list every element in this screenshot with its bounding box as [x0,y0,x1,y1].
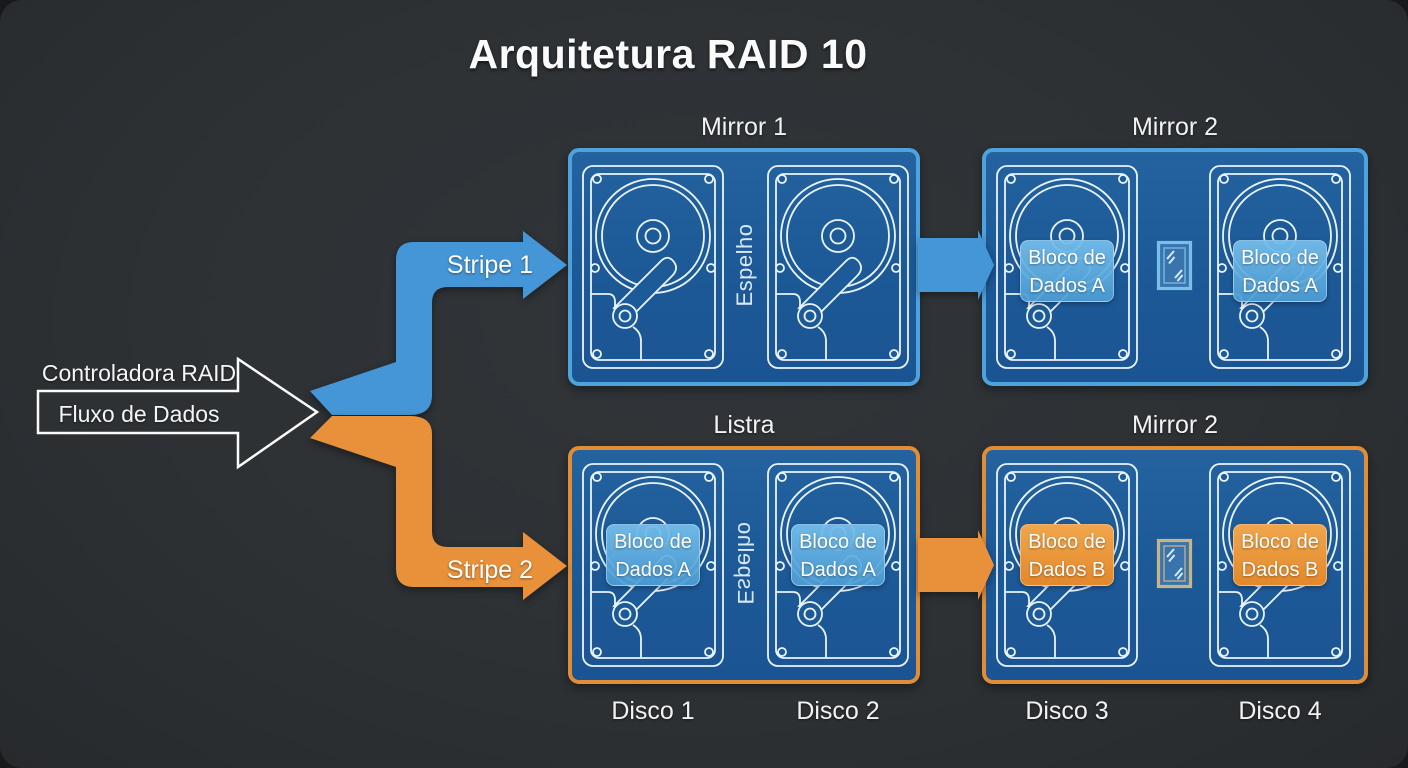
group-box-mirror2-bottom: Bloco de Dados B Bloco de Dados B [982,446,1368,684]
stripe2-label: Stripe 2 [446,556,534,584]
data-block-label: Bloco de Dados B [1233,524,1327,586]
data-block-label: Bloco de Dados A [606,524,700,586]
group-title-mirror2-bottom: Mirror 2 [1131,411,1219,439]
data-block-label: Bloco de Dados A [1020,240,1114,302]
controller-label: Controladora RAID [41,360,237,386]
group-box-mirror2-top: Bloco de Dados A Bloco de Dados A [982,148,1368,386]
diagram-title: Arquitetura RAID 10 [468,31,868,77]
group-title-mirror1: Mirror 1 [700,113,788,141]
mirror-divider-label: Espelho [733,521,758,605]
data-block-label: Bloco de Dados A [1233,240,1327,302]
disk-name-label: Disco 1 [611,697,695,725]
group-box-listra: Espelho Bloco de Dados A Bloco de Dados … [568,446,920,684]
data-flow-label: Fluxo de Dados [58,401,220,427]
data-block-label: Bloco de Dados A [791,524,885,586]
mirror-icon [1156,538,1193,589]
disk-name-label: Disco 3 [1025,697,1109,725]
mirror-divider-label: Espelho [732,223,757,307]
hdd-icon [766,164,910,370]
disk-name-label: Disco 2 [796,697,880,725]
data-block-label: Bloco de Dados B [1020,524,1114,586]
group-title-mirror2-top: Mirror 2 [1131,113,1219,141]
disk-name-label: Disco 4 [1238,697,1322,725]
mirror-icon [1156,240,1193,291]
stripe1-label: Stripe 1 [446,251,534,279]
group-title-listra: Listra [713,411,775,439]
hdd-icon [581,164,725,370]
group-box-mirror1: Espelho [568,148,920,386]
